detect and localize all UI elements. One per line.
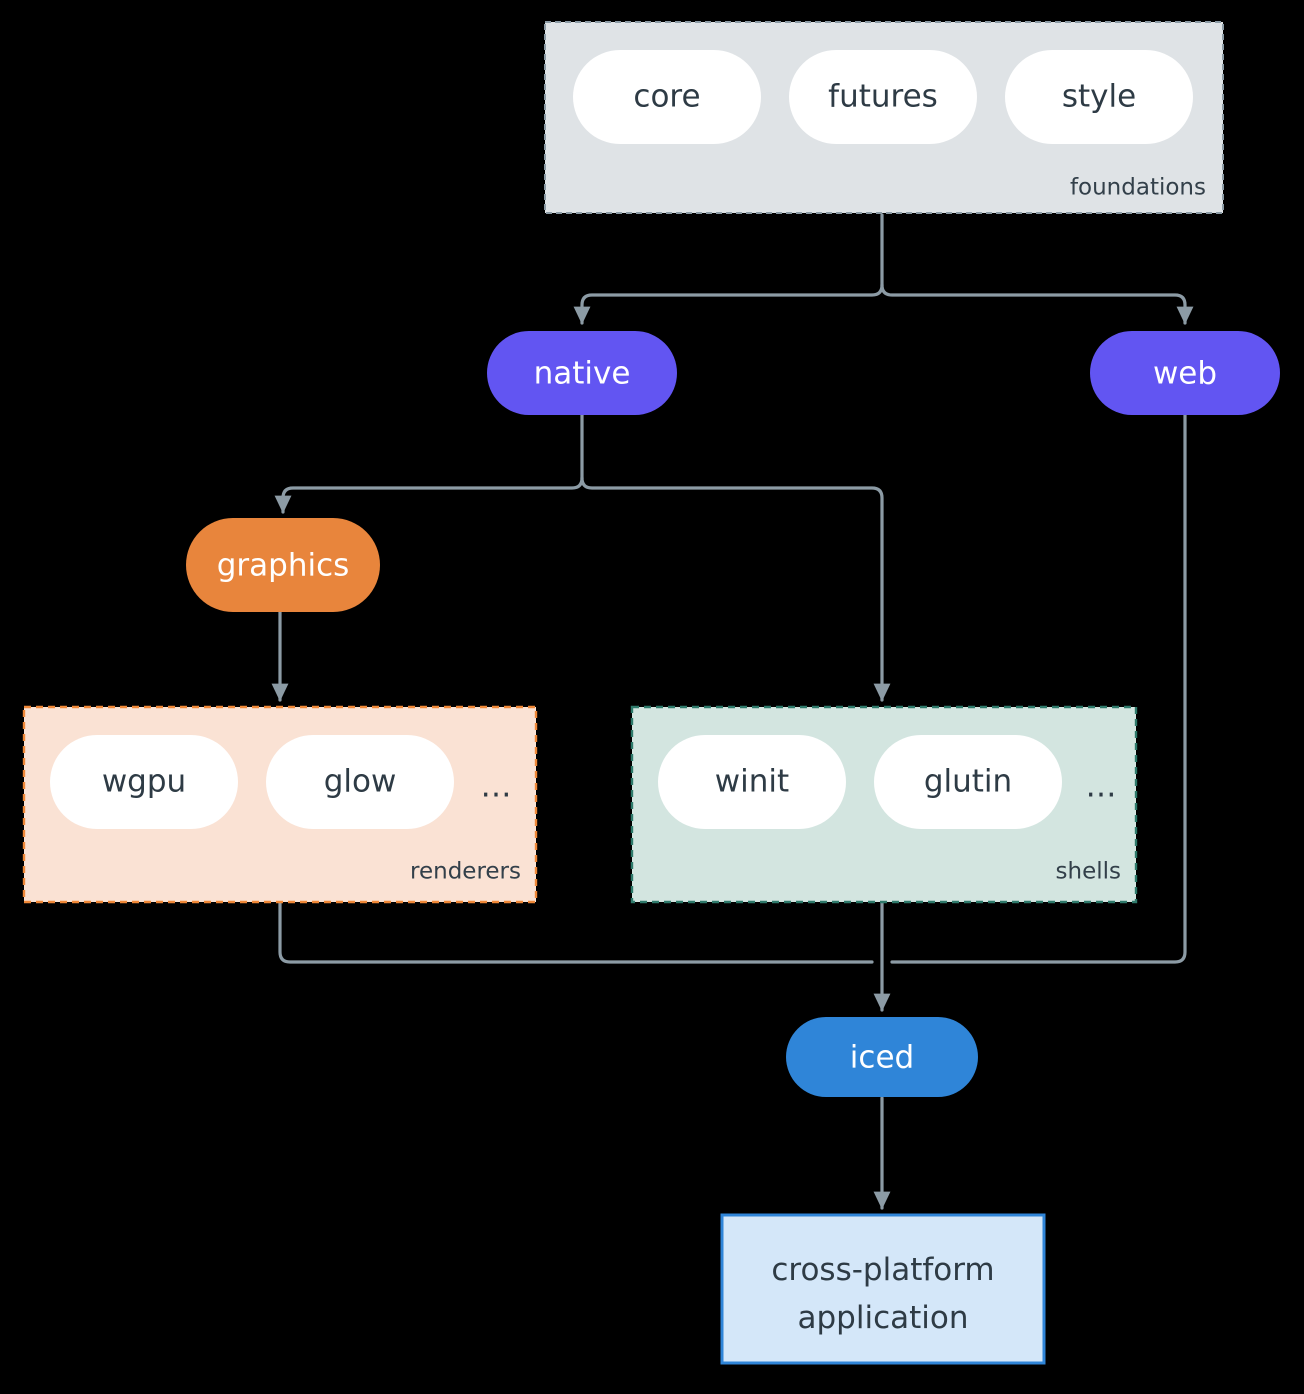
pill-glow[interactable]: glow (266, 735, 454, 829)
node-native-label: native (534, 356, 631, 392)
pill-winit-shape (658, 735, 846, 829)
cluster-renderers-label: renderers (410, 859, 521, 885)
node-application-label-line2: application (798, 1300, 969, 1336)
edge-renderers-to-iced (278, 900, 874, 964)
pill-glow-shape (266, 735, 454, 829)
pill-style-shape (1005, 50, 1193, 144)
cluster-shells-label: shells (1056, 859, 1121, 885)
edge-foundations-to-web (880, 283, 1194, 325)
pill-wgpu[interactable]: wgpu (50, 735, 238, 829)
pill-futures-label: futures (828, 79, 938, 115)
node-iced-label: iced (850, 1040, 914, 1076)
pill-glutin-shape (874, 735, 1062, 829)
renderers-ellipsis: … (481, 769, 512, 805)
node-application-shape (720, 1213, 1046, 1365)
edge-foundations-to-native (573, 283, 884, 325)
cluster-shells: winit glutin … shells (630, 705, 1138, 904)
node-graphics-shape (186, 518, 380, 612)
pill-style[interactable]: style (1005, 50, 1193, 144)
cluster-foundations: core futures style foundations (544, 21, 1224, 214)
node-web-shape (1090, 331, 1280, 415)
node-web-label: web (1153, 356, 1217, 392)
pill-wgpu-shape (50, 735, 238, 829)
node-application[interactable]: cross-platform application (720, 1213, 1046, 1365)
pill-futures-shape (789, 50, 977, 144)
node-native-shape (487, 331, 677, 415)
edge-web-to-iced (890, 413, 1187, 964)
cluster-foundations-label: foundations (1070, 175, 1206, 201)
pill-core-label: core (633, 79, 700, 115)
pill-futures[interactable]: futures (789, 50, 977, 144)
pill-glow-label: glow (324, 764, 397, 800)
pill-core-shape (573, 50, 761, 144)
pill-winit-label: winit (715, 764, 789, 800)
pill-glutin-label: glutin (924, 764, 1012, 800)
node-web[interactable]: web (1090, 331, 1280, 415)
node-graphics-label: graphics (217, 548, 350, 584)
pill-wgpu-label: wgpu (102, 764, 186, 800)
pill-glutin[interactable]: glutin (874, 735, 1062, 829)
node-iced[interactable]: iced (786, 1017, 978, 1097)
pill-winit[interactable]: winit (658, 735, 846, 829)
node-native[interactable]: native (487, 331, 677, 415)
node-application-label-line1: cross-platform (771, 1252, 994, 1288)
node-graphics[interactable]: graphics (186, 518, 380, 612)
pill-style-label: style (1062, 79, 1136, 115)
node-iced-shape (786, 1017, 978, 1097)
cluster-renderers: wgpu glow … renderers (22, 705, 538, 904)
edge-native-to-shells (580, 476, 891, 702)
edge-native-to-graphics (274, 476, 584, 514)
shells-ellipsis: … (1086, 769, 1117, 805)
pill-core[interactable]: core (573, 50, 761, 144)
edge-layer (271, 213, 1194, 1210)
